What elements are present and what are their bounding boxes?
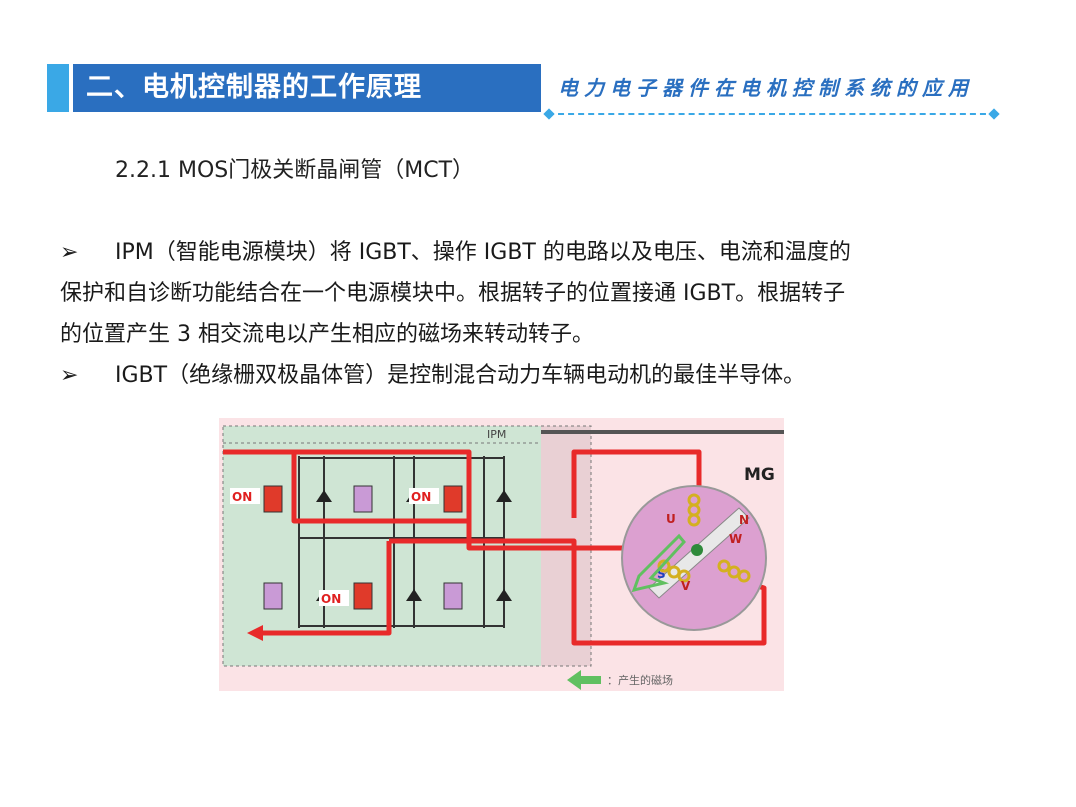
legend-field-arrow-icon bbox=[567, 670, 601, 690]
bullet-text: 保护和自诊断功能结合在一个电源模块中。根据转子的位置接通 IGBT。根据转子 bbox=[60, 281, 846, 306]
header-dashed-divider bbox=[548, 113, 996, 115]
rotor-north-label: N bbox=[739, 513, 749, 527]
phase-v-label: V bbox=[681, 579, 691, 593]
page-subtitle: 电力电子器件在电机控制系统的应用 bbox=[558, 76, 974, 100]
bullet-line: ➢ IGBT（绝缘栅双极晶体管）是控制混合动力车辆电动机的最佳半导体。 bbox=[60, 355, 1035, 396]
rotor-south-label: S bbox=[657, 567, 666, 581]
divider-end-dot bbox=[988, 108, 1000, 120]
igbt-switch-on bbox=[443, 485, 463, 513]
on-label: ON bbox=[232, 490, 252, 504]
on-label-bg bbox=[409, 488, 439, 504]
divider-start-dot bbox=[543, 108, 555, 120]
on-label: ON bbox=[321, 592, 341, 606]
ipm-motor-diagram: IPM ON ON ON bbox=[219, 418, 784, 691]
diode-icon bbox=[496, 589, 512, 601]
magnetic-field-arrow bbox=[631, 533, 686, 593]
diode-icon bbox=[316, 490, 332, 502]
legend-text: ：产生的磁场 bbox=[607, 673, 673, 687]
on-label-bg bbox=[319, 590, 349, 606]
on-label: ON bbox=[411, 490, 431, 504]
phase-w-label: W bbox=[729, 532, 742, 546]
bullet-text: 的位置产生 3 相交流电以产生相应的磁场来转动转子。 bbox=[60, 322, 594, 347]
igbt-switch-on bbox=[353, 582, 373, 610]
header-accent-bar bbox=[47, 64, 69, 112]
igbt-switch-off bbox=[263, 582, 283, 610]
section-heading: 2.2.1 MOS门极关断晶闸管（MCT） bbox=[115, 158, 475, 183]
diode-icon bbox=[496, 490, 512, 502]
igbt-switch-off bbox=[443, 582, 463, 610]
mg-label: MG bbox=[744, 465, 775, 485]
bullet-arrow-icon: ➢ bbox=[60, 240, 79, 265]
phase-u-label: U bbox=[666, 512, 676, 526]
bullet-arrow-icon: ➢ bbox=[60, 363, 79, 388]
header-bar bbox=[73, 64, 541, 112]
rotor-center bbox=[691, 544, 703, 556]
current-arrow-icon bbox=[247, 625, 263, 641]
on-label-bg bbox=[230, 488, 260, 504]
ipm-label: IPM bbox=[487, 428, 506, 441]
stator-coils bbox=[657, 493, 751, 583]
bullet-text: IGBT（绝缘栅双极晶体管）是控制混合动力车辆电动机的最佳半导体。 bbox=[115, 363, 806, 388]
bullet-text: IPM（智能电源模块）将 IGBT、操作 IGBT 的电路以及电压、电流和温度的 bbox=[115, 240, 851, 265]
diode-icon bbox=[406, 589, 422, 601]
bullet-line: ➢ IPM（智能电源模块）将 IGBT、操作 IGBT 的电路以及电压、电流和温度… bbox=[60, 232, 1035, 273]
bullet-paragraph-2: ➢ IGBT（绝缘栅双极晶体管）是控制混合动力车辆电动机的最佳半导体。 bbox=[60, 355, 1035, 396]
bullet-paragraph-1: ➢ IPM（智能电源模块）将 IGBT、操作 IGBT 的电路以及电压、电流和温度… bbox=[60, 232, 1035, 355]
page-title: 二、电机控制器的工作原理 bbox=[86, 72, 422, 103]
igbt-switch-off bbox=[353, 485, 373, 513]
igbt-switch-on bbox=[263, 485, 283, 513]
